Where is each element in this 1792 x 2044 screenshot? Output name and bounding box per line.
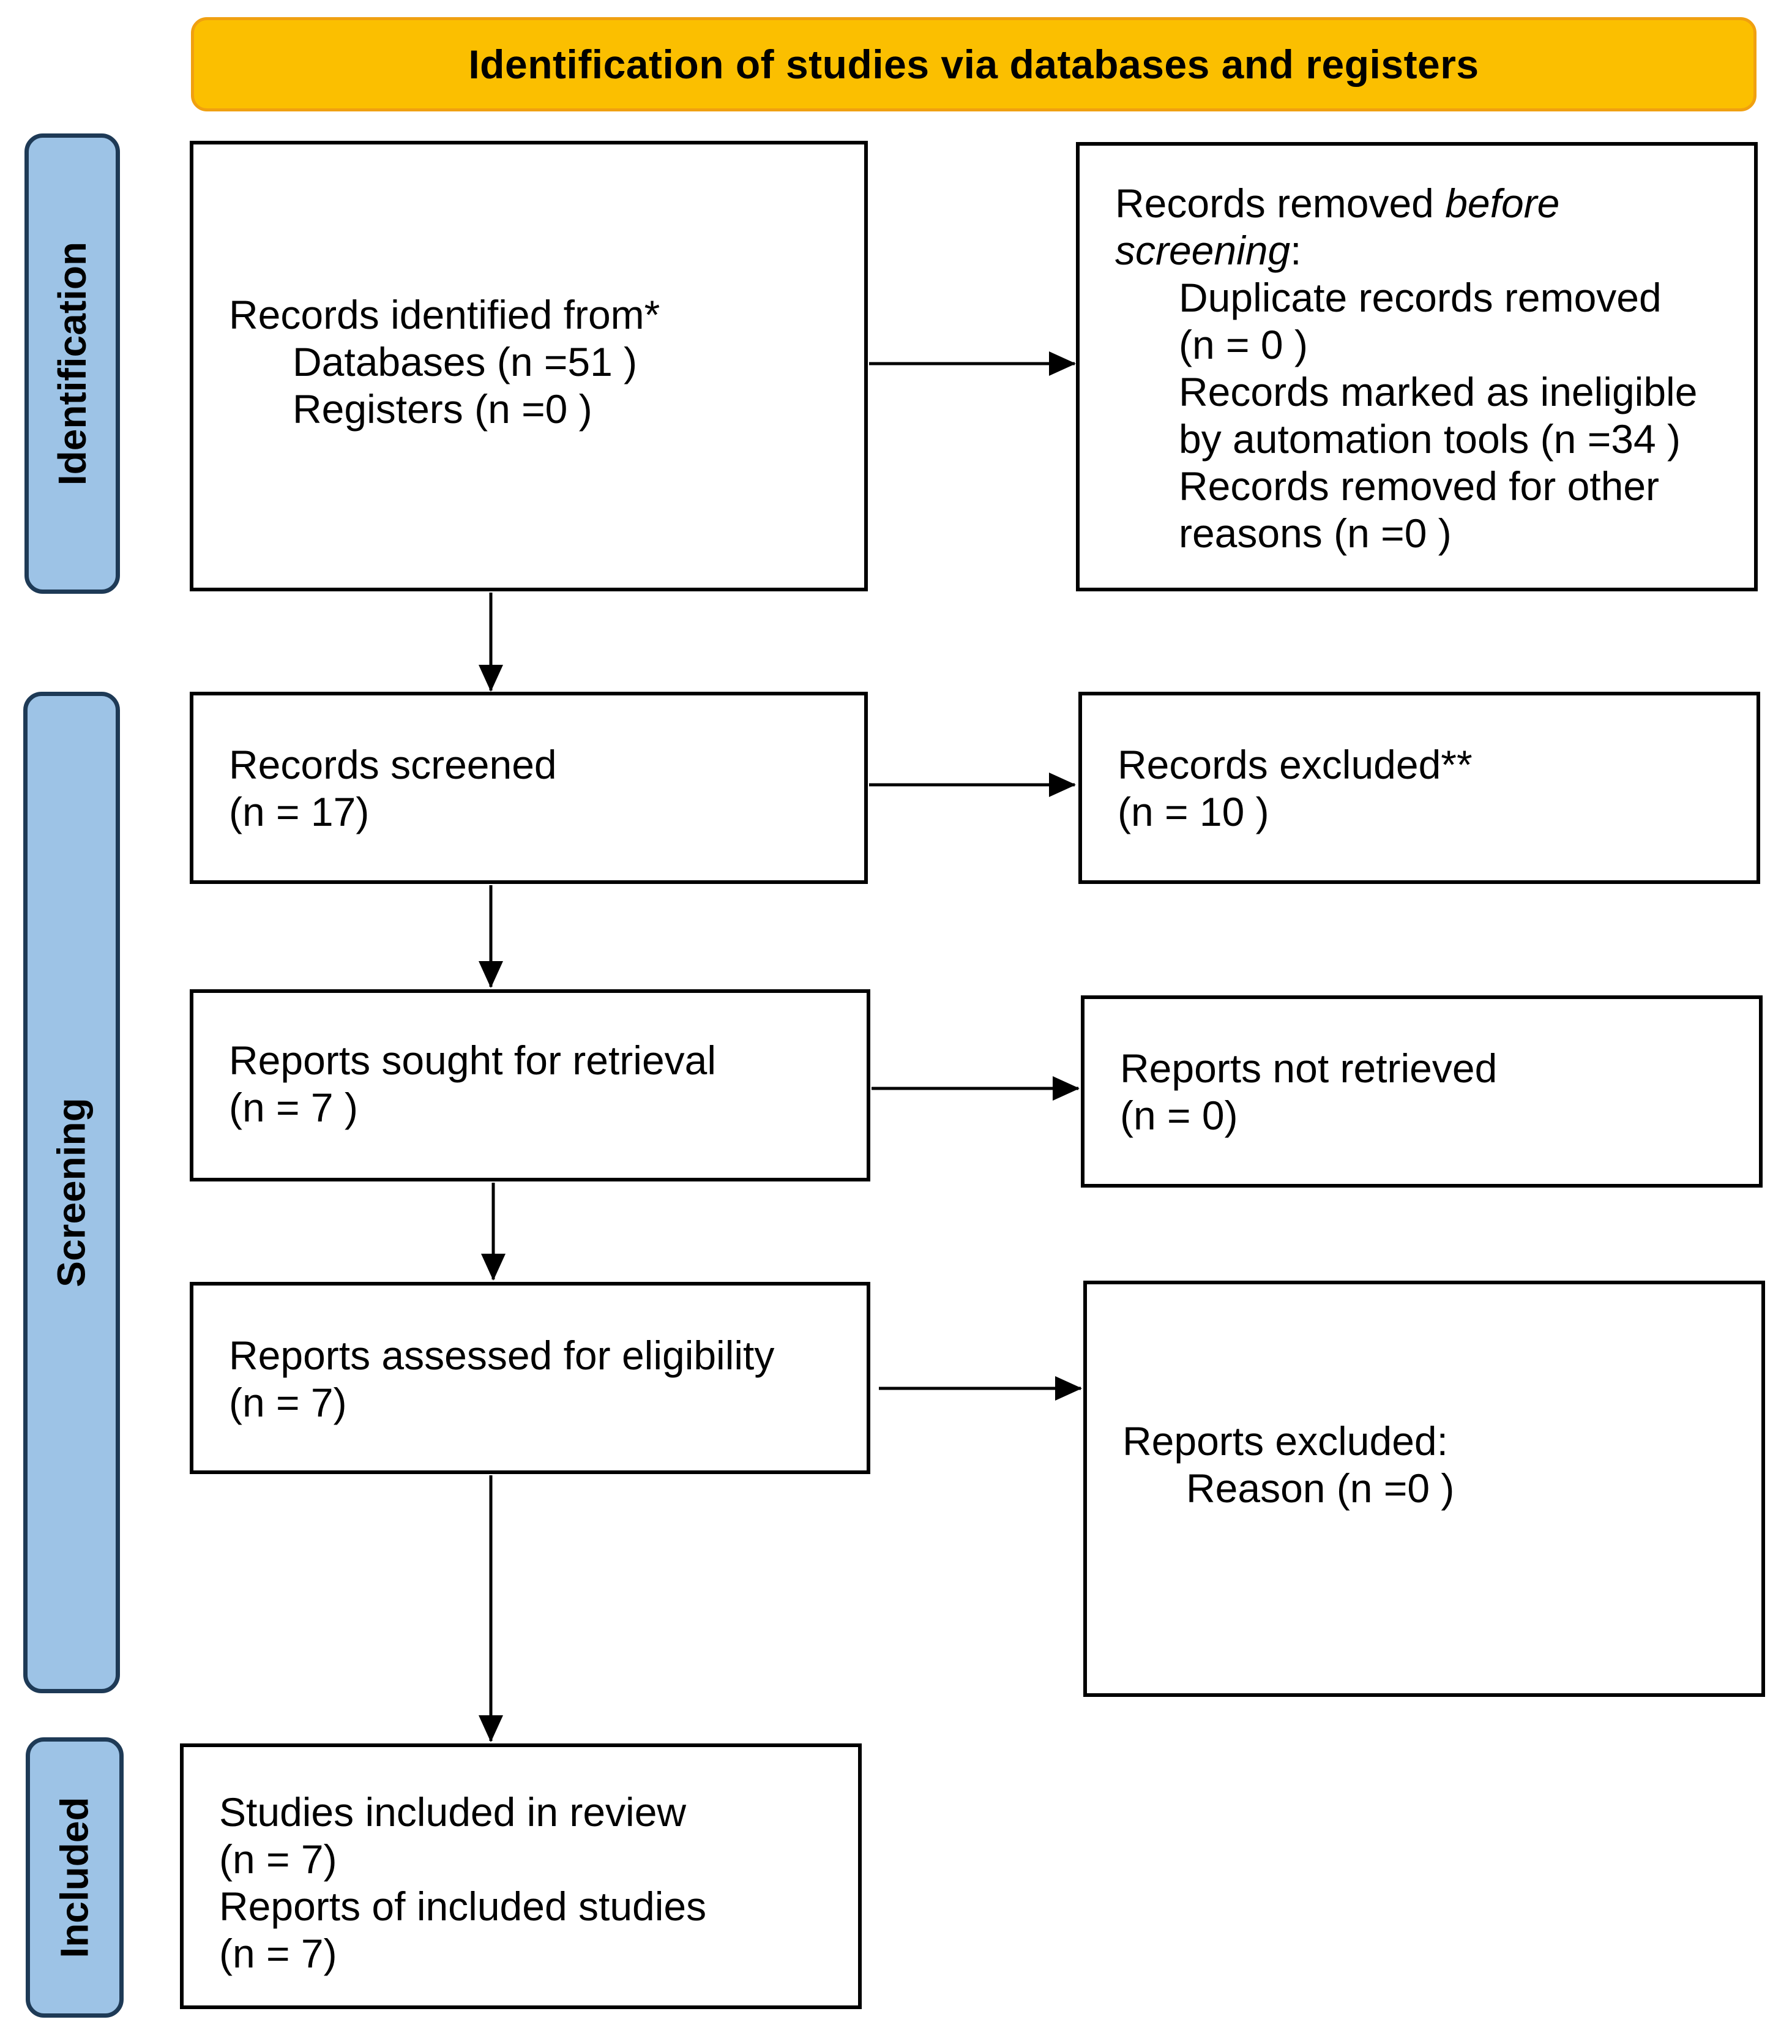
ineligible-count: by automation tools (n =34 ) [1179, 416, 1681, 462]
reports-excluded-box: Reports excluded: Reason (n =0 ) [1083, 1281, 1765, 1697]
other-reasons-count: reasons (n =0 ) [1179, 511, 1452, 556]
studies-included-label: Studies included in review [219, 1789, 687, 1835]
records-excluded-count: (n = 10 ) [1118, 789, 1269, 834]
reports-not-retrieved-count: (n = 0) [1120, 1093, 1238, 1138]
records-excluded-box: Records excluded** (n = 10 ) [1078, 692, 1760, 884]
reports-assessed-count: (n = 7) [229, 1380, 347, 1425]
reports-assessed-box: Reports assessed for eligibility (n = 7) [190, 1282, 870, 1474]
screening-italic: screening [1115, 228, 1291, 273]
reports-not-retrieved-box: Reports not retrieved (n = 0) [1081, 995, 1763, 1188]
reports-not-retrieved-label: Reports not retrieved [1120, 1046, 1498, 1091]
records-identified-heading: Records identified from* [229, 292, 660, 337]
records-removed-heading-2: screening: [1115, 228, 1302, 273]
ineligible-label: Records marked as ineligible [1179, 369, 1698, 414]
phase-included: Included [26, 1737, 124, 2018]
before-italic: before [1445, 181, 1560, 226]
records-screened-count: (n = 17) [229, 789, 370, 834]
records-screened-label: Records screened [229, 742, 557, 787]
studies-included-box: Studies included in review (n = 7) Repor… [180, 1743, 862, 2009]
reports-sought-count: (n = 7 ) [229, 1085, 358, 1130]
reports-sought-box: Reports sought for retrieval (n = 7 ) [190, 989, 870, 1181]
registers-count: Registers (n =0 ) [293, 386, 592, 432]
reports-excluded-label: Reports excluded: [1122, 1418, 1448, 1464]
records-removed-heading-1: Records removed before [1115, 181, 1560, 226]
studies-included-count: (n = 7) [219, 1836, 337, 1882]
records-screened-box: Records screened (n = 17) [190, 692, 868, 884]
duplicates-label: Duplicate records removed [1179, 275, 1662, 320]
databases-count: Databases (n =51 ) [293, 339, 638, 384]
other-reasons-label: Records removed for other [1179, 463, 1660, 509]
header-banner: Identification of studies via databases … [191, 17, 1757, 111]
reports-excluded-reason: Reason (n =0 ) [1186, 1466, 1455, 1511]
phase-screening: Screening [23, 692, 120, 1693]
reports-sought-label: Reports sought for retrieval [229, 1038, 717, 1083]
reports-included-count: (n = 7) [219, 1931, 337, 1976]
reports-included-label: Reports of included studies [219, 1884, 707, 1929]
reports-assessed-label: Reports assessed for eligibility [229, 1333, 775, 1378]
header-title: Identification of studies via databases … [468, 42, 1479, 87]
records-removed-box: Records removed before screening: Duplic… [1076, 142, 1758, 591]
records-identified-box: Records identified from* Databases (n =5… [190, 141, 868, 591]
records-excluded-label: Records excluded** [1118, 742, 1473, 787]
duplicates-count: (n = 0 ) [1179, 322, 1308, 367]
phase-identification: Identification [24, 133, 120, 594]
